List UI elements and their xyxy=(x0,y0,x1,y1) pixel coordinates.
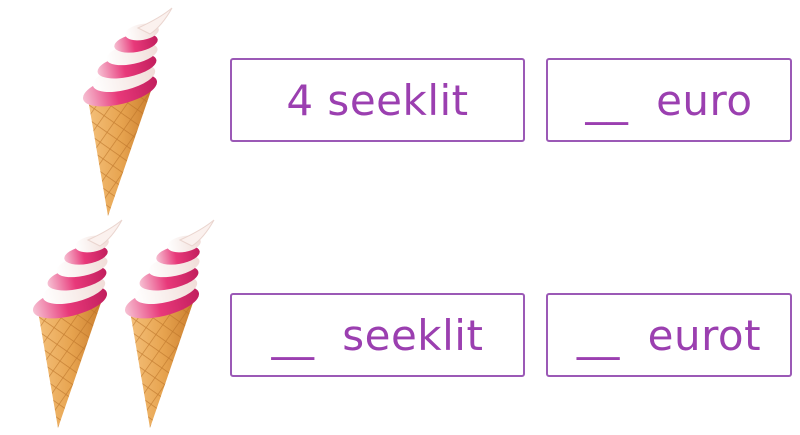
seeklit-answer-text-row2: __ seeklit xyxy=(271,310,484,360)
euro-answer-text-row1: __ euro xyxy=(585,75,753,125)
euro-answer-box-row1[interactable]: __ euro xyxy=(546,58,792,142)
price-label-box-row1: 4 seeklit xyxy=(230,58,525,142)
euro-answer-text-row2: __ eurot xyxy=(576,310,762,360)
seeklit-answer-box-row2[interactable]: __ seeklit xyxy=(230,293,525,377)
euro-answer-box-row2[interactable]: __ eurot xyxy=(546,293,792,377)
price-label-text-row1: 4 seeklit xyxy=(286,75,469,125)
ice-cream-cone-icon xyxy=(79,7,173,217)
ice-cream-cone-icon xyxy=(121,219,215,429)
